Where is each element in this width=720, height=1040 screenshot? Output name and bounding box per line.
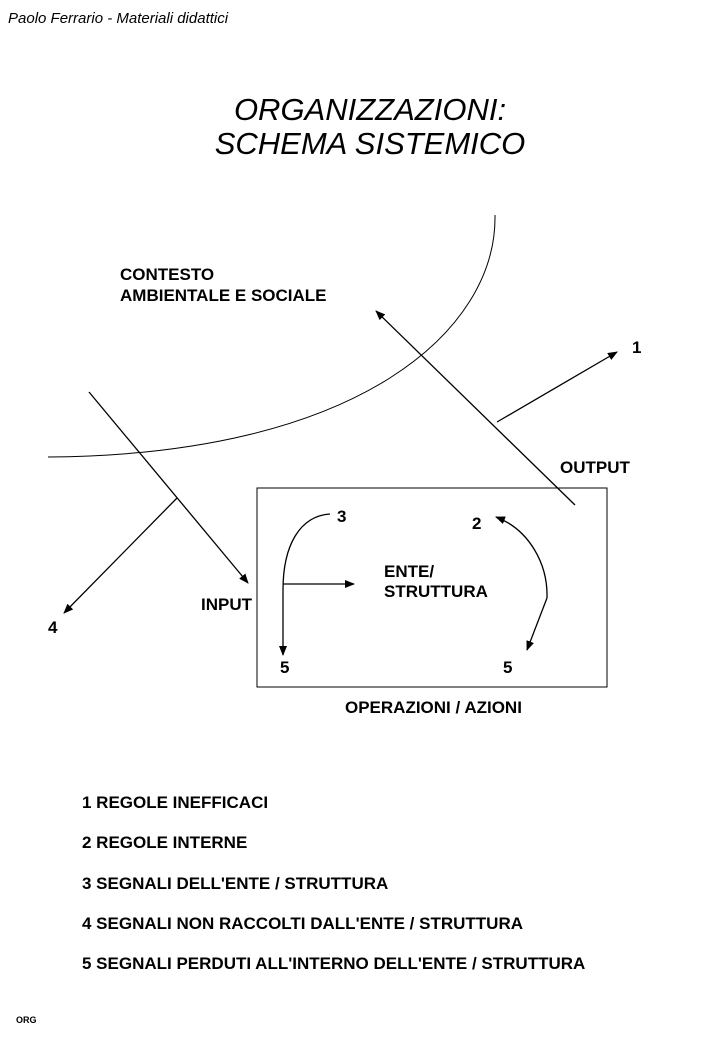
output-label: OUTPUT — [560, 458, 630, 477]
legend-item-4: 4 SEGNALI NON RACCOLTI DALL'ENTE / STRUT… — [82, 914, 523, 933]
legend-item-3: 3 SEGNALI DELL'ENTE / STRUTTURA — [82, 874, 389, 893]
legend-item-5: 5 SEGNALI PERDUTI ALL'INTERNO DELL'ENTE … — [82, 954, 586, 973]
marker-3: 3 — [337, 507, 347, 526]
title-line-1: ORGANIZZAZIONI: — [233, 92, 507, 127]
marker-4: 4 — [48, 618, 58, 637]
context-label-2: AMBIENTALE E SOCIALE — [120, 286, 327, 305]
arrow-2-internal-rules — [495, 516, 548, 599]
legend-item-2: 2 REGOLE INTERNE — [82, 833, 248, 852]
marker-2: 2 — [472, 514, 482, 533]
arrow-3-entity-signals — [279, 513, 331, 656]
legend-item-1: 1 REGOLE INEFFICACI — [82, 793, 269, 812]
title-line-2: SCHEMA SISTEMICO — [214, 126, 526, 161]
arrow-5-lost-signals — [526, 597, 548, 651]
entity-label-2: STRUTTURA — [384, 582, 488, 601]
marker-5-left: 5 — [280, 658, 290, 677]
arrow-4-uncollected-signals — [63, 497, 178, 614]
page-header: Paolo Ferrario - Materiali didattici — [8, 10, 229, 27]
context-boundary-curve — [47, 214, 496, 458]
input-arrow — [88, 391, 249, 584]
arrow-1-ineffective-rules — [496, 351, 618, 423]
operations-label: OPERAZIONI / AZIONI — [345, 698, 522, 717]
entity-label-1: ENTE/ — [384, 562, 435, 581]
input-label: INPUT — [201, 595, 252, 614]
entity-box — [256, 487, 608, 688]
output-arrow — [375, 310, 576, 506]
marker-5-right: 5 — [503, 658, 513, 677]
marker-1: 1 — [632, 338, 642, 357]
context-label-1: CONTESTO — [120, 265, 215, 284]
footer-code: ORG — [16, 1015, 37, 1025]
